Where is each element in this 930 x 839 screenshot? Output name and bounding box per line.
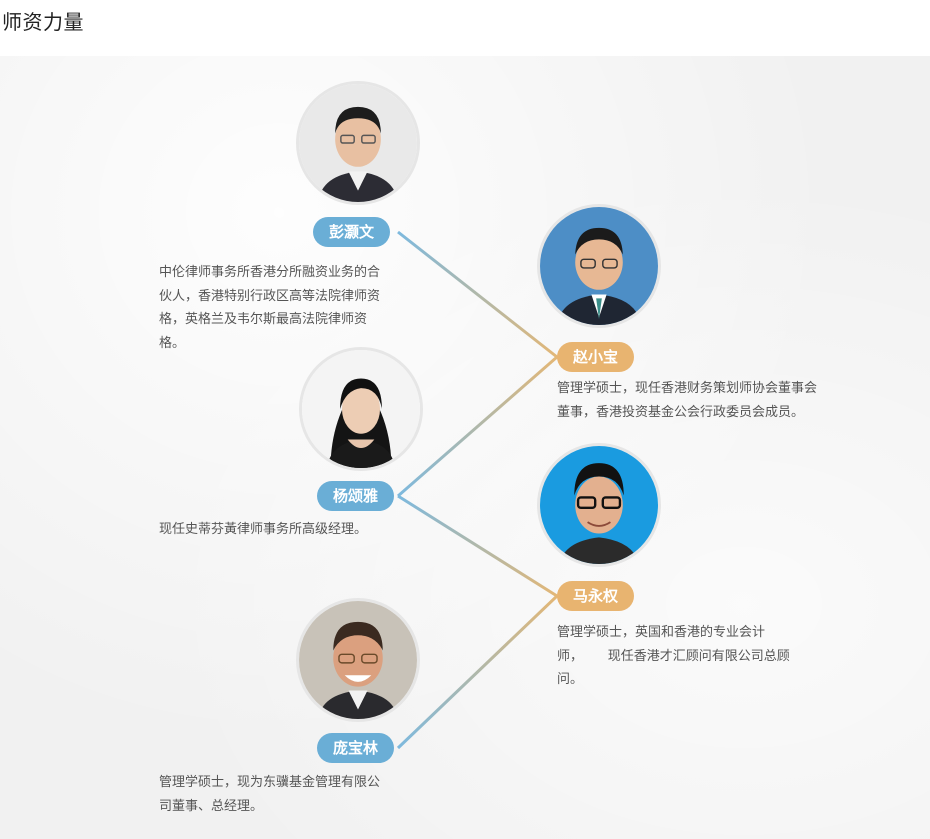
connector-3	[397, 494, 558, 598]
portrait-image	[540, 207, 658, 325]
page-title: 师资力量	[2, 10, 84, 34]
connector-4	[396, 594, 559, 750]
page-header: 师资力量	[0, 0, 930, 56]
portrait-image	[540, 446, 658, 564]
mentor-name-tag: 彭灏文	[313, 217, 391, 247]
mentor-description: 中伦律师事务所香港分所融资业务的合 伙人，香港特别行政区高等法院律师资 格，英格…	[159, 265, 381, 351]
mentor-name-tag: 杨颂雅	[317, 481, 395, 511]
mentor-name-tag: 庞宝林	[317, 733, 395, 763]
mentor-photo	[537, 443, 661, 567]
mentor-name-tag: 马永权	[557, 581, 635, 611]
portrait-image	[299, 601, 417, 719]
mentor-description: 现任史蒂芬黃律师事务所高级经理。	[159, 522, 368, 537]
faculty-section	[0, 56, 930, 839]
mentor-photo	[537, 204, 661, 328]
mentor-description: 管理学硕士，英国和香港的专业会计 师， 现任香港才汇顾问有限公司总顾 问。	[557, 625, 790, 687]
connector-1	[397, 230, 558, 359]
mentor-name-tag: 赵小宝	[557, 342, 635, 372]
mentor-photo	[296, 598, 420, 722]
connector-2	[397, 355, 558, 498]
mentor-photo	[296, 81, 420, 205]
mentor-description: 管理学硕士，现为东骥基金管理有限公 司董事、总经理。	[159, 775, 381, 814]
portrait-image	[299, 84, 417, 202]
mentor-description: 管理学硕士，现任香港财务策划师协会董事会 董事，香港投资基金公会行政委员会成员。	[557, 381, 818, 420]
mentor-photo	[299, 347, 423, 471]
portrait-image	[302, 350, 420, 468]
